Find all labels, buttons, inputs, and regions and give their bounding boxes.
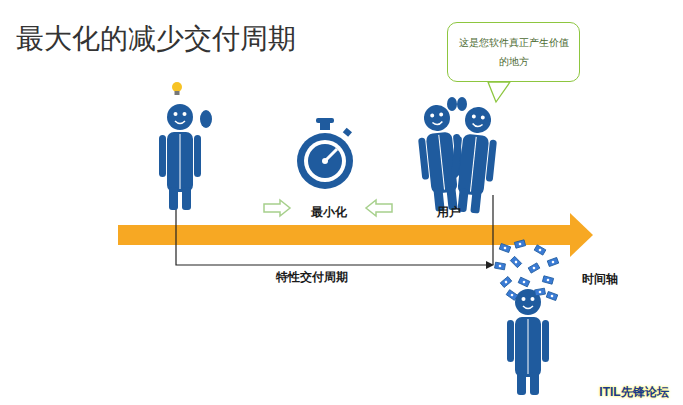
speech-bubble: 这是您软件真正产生价值的地方 — [447, 22, 580, 82]
title: 最大化的减少交付周期 — [16, 20, 296, 58]
axis-label: 时间轴 — [582, 271, 618, 288]
caption-label: 用户 — [437, 204, 461, 221]
watermark: ITIL先锋论坛 — [599, 384, 668, 401]
bubble-text: 这是您软件真正产生价值的地方 — [456, 33, 571, 71]
bracket-label: 特性交付周期 — [276, 269, 348, 286]
caption-label: 最小化 — [311, 204, 347, 221]
